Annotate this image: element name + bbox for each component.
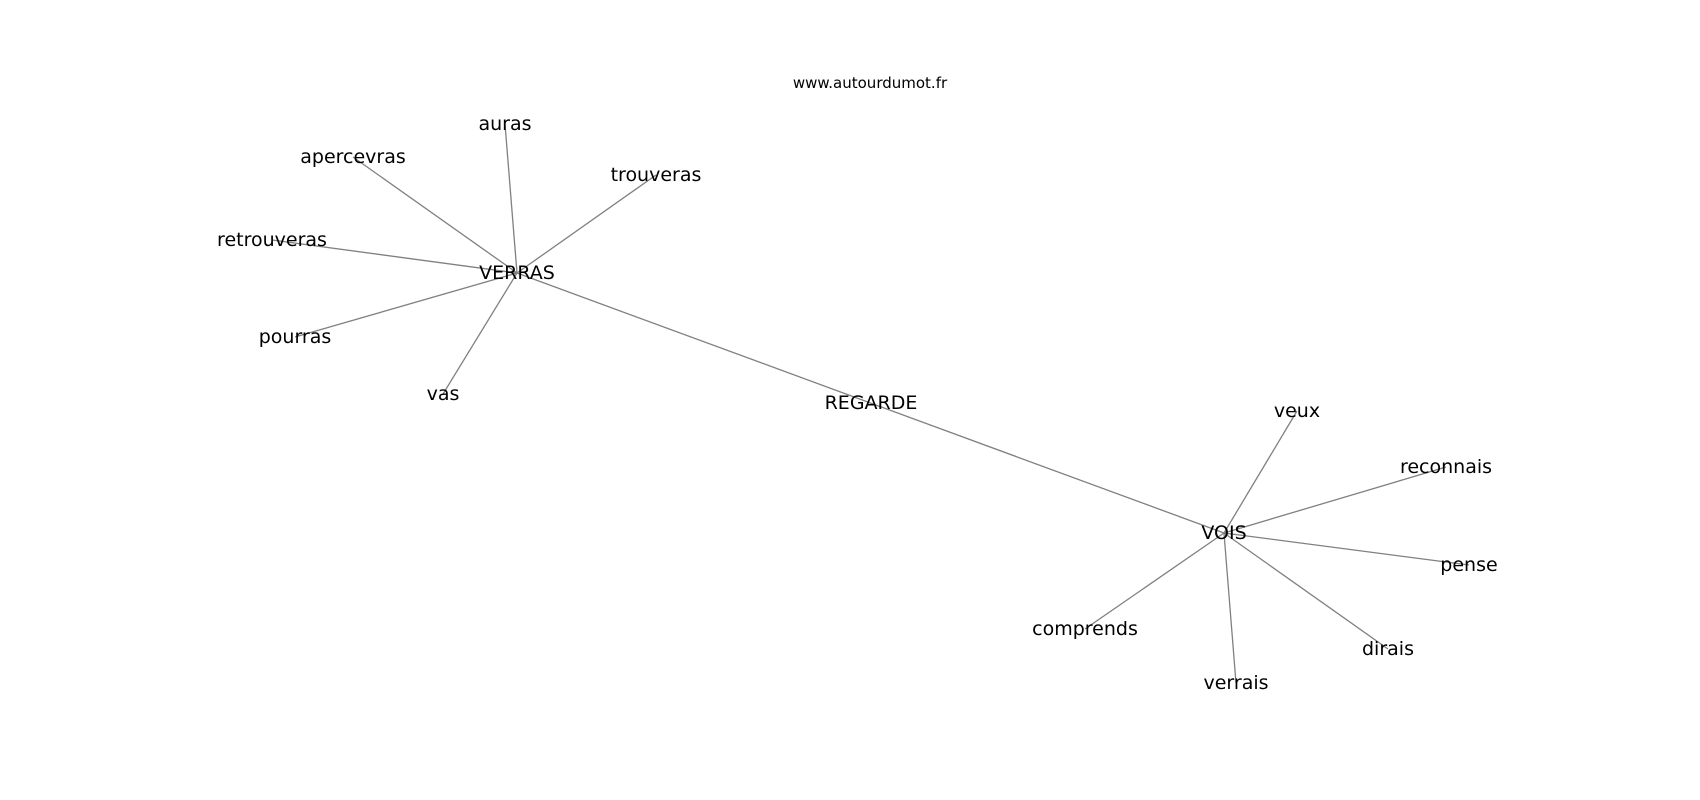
edge-verras-apercevras (352, 156, 518, 274)
node-pourras: pourras (259, 326, 332, 348)
edge-vois-pense (1223, 532, 1470, 566)
node-comprends: comprends (1032, 618, 1138, 640)
edge-verras-auras (504, 123, 518, 274)
node-verras: VERRAS (479, 262, 555, 284)
edge-verras-vois (516, 272, 1225, 534)
edge-verras-trouveras (516, 174, 657, 274)
node-reconnais: reconnais (1400, 456, 1492, 478)
edge-vois-comprends (1084, 532, 1225, 630)
node-layer: REGARDE VERRAS VOIS auras apercevras trouvera… (217, 113, 1498, 694)
node-retrouveras: retrouveras (217, 229, 327, 251)
edge-vois-veux (1223, 410, 1298, 534)
node-verrais: verrais (1203, 672, 1268, 694)
node-vois: VOIS (1201, 522, 1246, 544)
node-auras: auras (478, 113, 531, 135)
node-pense: pense (1440, 554, 1497, 576)
edge-verras-retrouveras (271, 239, 518, 274)
watermark-text: www.autourdumot.fr (793, 74, 948, 92)
node-dirais: dirais (1362, 638, 1414, 660)
node-trouveras: trouveras (611, 164, 702, 186)
node-veux: veux (1274, 400, 1320, 422)
edge-vois-reconnais (1223, 466, 1447, 534)
edge-vois-dirais (1223, 532, 1389, 650)
edge-vois-verrais (1223, 532, 1237, 684)
edge-verras-pourras (294, 272, 518, 338)
edge-layer (271, 123, 1470, 684)
node-vas: vas (427, 383, 460, 405)
node-regarde: REGARDE (825, 392, 918, 414)
node-apercevras: apercevras (300, 146, 406, 168)
edge-verras-vas (442, 272, 518, 395)
